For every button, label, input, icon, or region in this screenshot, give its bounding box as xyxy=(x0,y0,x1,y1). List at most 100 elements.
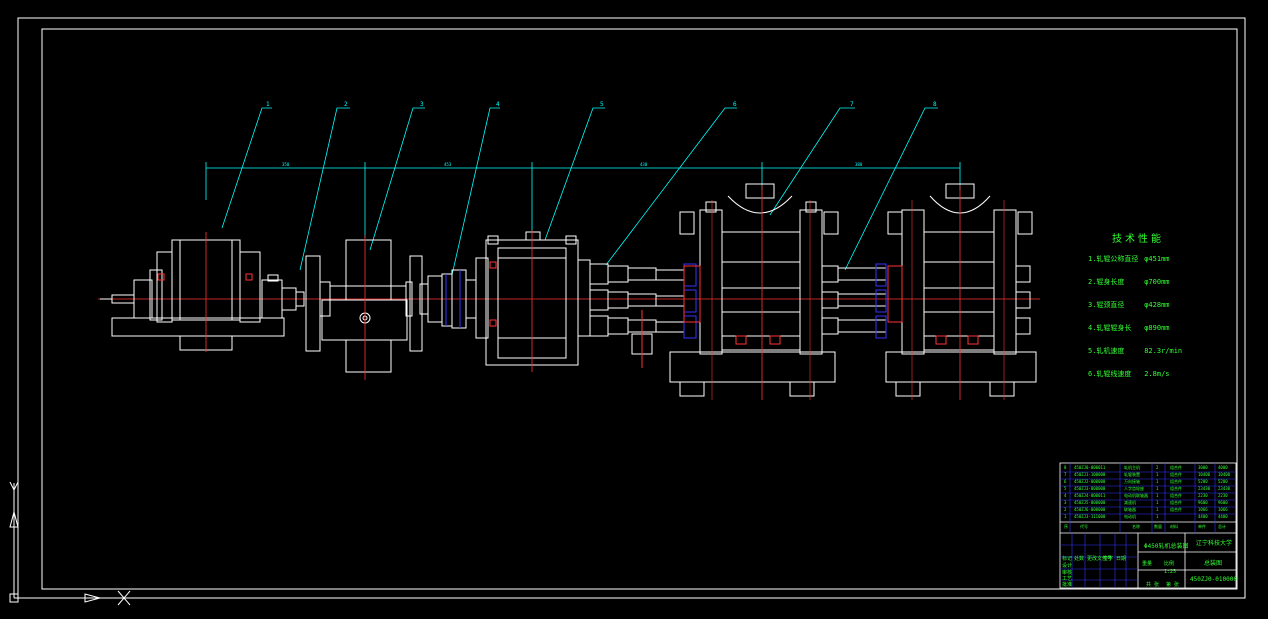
item-number: 1 xyxy=(266,101,270,108)
parts-list-cell: 5200 xyxy=(1198,479,1208,484)
parts-list-cell: 1 xyxy=(1156,507,1159,512)
sheet-count: 共 张 xyxy=(1146,582,1160,588)
drawing-inner-border xyxy=(41,28,1238,590)
tech-specs-list: 1.轧辊公称直径 φ451mm 2.辊身长度 φ700mm 3.辊颈直径 φ42… xyxy=(1088,254,1182,392)
tb-label: 工艺 xyxy=(1062,576,1073,582)
parts-list-cell: 1066 xyxy=(1218,507,1228,512)
item-number: 8 xyxy=(933,101,937,108)
parts-list-cell: 4000 xyxy=(1218,465,1228,470)
parts-list-cell: 9600 xyxy=(1198,500,1208,505)
parts-list-cell: 450ZJ6-000000 xyxy=(1074,507,1106,512)
tb-label: 日期 xyxy=(1116,556,1127,562)
parts-list-cell: 1 xyxy=(1156,479,1159,484)
sheet-title: 总装图 xyxy=(1204,560,1223,567)
parts-list-cell: 组合件 xyxy=(1170,507,1182,512)
parts-list-cell: 轧机主机 xyxy=(1124,465,1140,470)
parts-list-cell: 组合件 xyxy=(1170,486,1182,491)
parts-list-cell: 3000 xyxy=(1198,465,1208,470)
dimension-label: 380 xyxy=(855,162,863,167)
parts-list-cell: 10400 xyxy=(1198,472,1211,477)
parts-list-cell: 450ZJ1-100000 xyxy=(1074,472,1106,477)
item-number: 2 xyxy=(344,101,348,108)
tech-spec-item: 4.轧辊辊身长 φ890mm xyxy=(1088,324,1170,332)
drawing-outer-border xyxy=(17,17,1246,599)
parts-list-cell: 电动机 xyxy=(1124,514,1136,519)
parts-list-cell: 450ZJ2-000000 xyxy=(1074,479,1106,484)
reducer xyxy=(305,239,423,373)
parts-list-cell: 450ZJ4-000011 xyxy=(1074,493,1106,498)
dimension-label: 430 xyxy=(640,162,648,167)
parts-list-row: 2 450ZJ6-000000 联轴器 1 组合件 1066 1066 xyxy=(1062,507,1236,514)
parts-list-cell: 2230 xyxy=(1218,493,1228,498)
parts-list-cell: 1 xyxy=(1156,500,1159,505)
parts-list-grid xyxy=(1060,463,1236,588)
parts-list-cell: 1 xyxy=(1156,493,1159,498)
parts-list-cell: 2 xyxy=(1064,507,1067,512)
tb-label: 处数 xyxy=(1074,556,1085,562)
tb-label: 批准 xyxy=(1062,582,1073,588)
weight-label: 重量 xyxy=(1142,561,1153,567)
parts-list-cell: 组合件 xyxy=(1170,493,1182,498)
title-block-frame xyxy=(1059,462,1237,589)
dimension-label: 350 xyxy=(282,162,290,167)
parts-list-cell: 3 xyxy=(1064,500,1067,505)
tech-specs-title: 技术性能 xyxy=(1112,234,1164,245)
item-number: 7 xyxy=(850,101,854,108)
dimension-label: 453 xyxy=(444,162,452,167)
school-name: 辽宁科技大学 xyxy=(1196,540,1233,547)
tech-spec-item: 5.轧机速度 82.3r/min xyxy=(1088,347,1183,355)
parts-list-cell: 万向接轴 xyxy=(1124,479,1140,484)
parts-list-cell: 组合件 xyxy=(1170,500,1182,505)
parts-list-cell: 23430 xyxy=(1218,486,1231,491)
parts-list-cell: 7 xyxy=(1064,472,1067,477)
tb-label: 标记 xyxy=(1062,556,1073,562)
tb-label: 签字 xyxy=(1103,556,1114,562)
parts-list-cell: 轧辊装置 xyxy=(1124,472,1140,477)
tech-spec-item: 1.轧辊公称直径 φ451mm xyxy=(1088,255,1170,263)
parts-list-cell: 组合件 xyxy=(1170,465,1182,470)
parts-list-cell: 23430 xyxy=(1198,486,1211,491)
mill-stand-2 xyxy=(885,183,1037,397)
stand-spindles xyxy=(837,263,887,339)
dimension-line xyxy=(205,162,961,238)
parts-list-cell: 1 xyxy=(1064,514,1067,519)
parts-list-cell: 2 xyxy=(1156,465,1159,470)
universal-spindles xyxy=(607,263,697,368)
parts-list-cell: 减速机 xyxy=(1124,500,1136,505)
item-number: 3 xyxy=(420,101,424,108)
parts-list-cell: 组合件 xyxy=(1170,479,1182,484)
parts-list-cell: 10400 xyxy=(1218,472,1231,477)
tb-label: 设计 xyxy=(1062,563,1073,569)
parts-list-cell: 4400 xyxy=(1218,514,1228,519)
parts-list-cell: 450ZJ3-000000 xyxy=(1074,486,1106,491)
tech-spec-item: 2.辊身长度 φ700mm xyxy=(1088,278,1170,286)
item-number: 5 xyxy=(600,101,604,108)
parts-list-cell: 450ZJ5-000000 xyxy=(1074,500,1106,505)
pinion-stand xyxy=(475,231,609,366)
parts-list-cell: 5200 xyxy=(1218,479,1228,484)
parts-list-cell: 5 xyxy=(1064,486,1067,491)
tb-label: 审核 xyxy=(1062,570,1073,576)
parts-list-cell: 4 xyxy=(1064,493,1067,498)
item-number: 6 xyxy=(733,101,737,108)
parts-list-cell: 450ZJ3-111000 xyxy=(1074,514,1106,519)
parts-list-cell: 8 xyxy=(1064,465,1067,470)
parts-list-cell: 1066 xyxy=(1198,507,1208,512)
parts-list-cell: 电动机联轴器 xyxy=(1124,493,1148,498)
item-number: 4 xyxy=(496,101,500,108)
sheet-index: 第 张 xyxy=(1166,582,1180,588)
drawing-number: 450ZJ0-010000 xyxy=(1190,576,1237,583)
ucs-icon xyxy=(9,481,131,606)
parts-list-cell: 联轴器 xyxy=(1124,507,1136,512)
tech-spec-item: 6.轧辊线速度 2.8m/s xyxy=(1088,370,1170,378)
scale-value: 1:25 xyxy=(1164,569,1177,575)
scale-label: 比例 xyxy=(1164,561,1175,567)
parts-list-cell: 4400 xyxy=(1198,514,1208,519)
parts-list-cell: 人字齿轮座 xyxy=(1124,486,1144,491)
